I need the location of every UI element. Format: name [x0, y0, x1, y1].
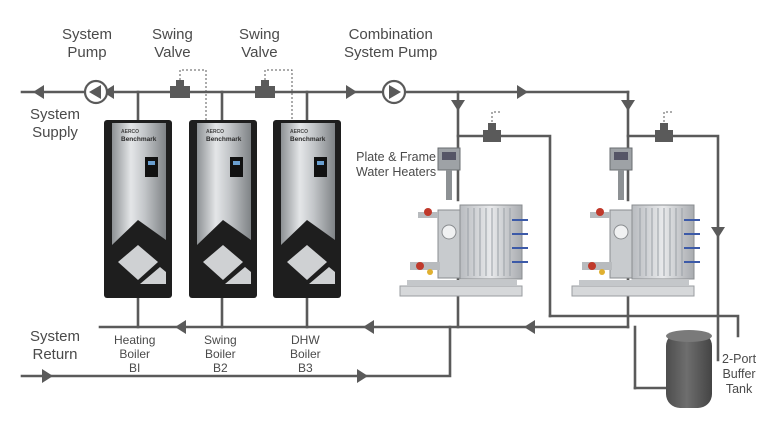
water-heater-2: [571, 147, 700, 297]
heater2-mixing-valve-icon: [655, 123, 673, 142]
arrow-supply-3: [517, 85, 528, 99]
arrow-return-2: [363, 320, 374, 334]
swing-valve-2-icon: [255, 80, 275, 98]
arrow-tank-line-down: [711, 227, 725, 238]
swing-valve-1-label: Swing Valve: [152, 26, 193, 61]
system-pump-label: System Pump: [62, 26, 113, 61]
water-heater-1: [399, 147, 528, 297]
arrow-system-return-mid: [357, 369, 368, 383]
combination-pump-label: Combination System Pump: [344, 26, 438, 61]
control-lines: [179, 69, 672, 122]
swing-valve-1-icon: [170, 80, 190, 98]
boiler-b1-brand: AERCO Benchmark: [121, 129, 157, 143]
boiler-b2: [189, 120, 257, 298]
arrow-supply-left: [33, 85, 44, 99]
boiler-b2-brand: AERCO Benchmark: [206, 129, 242, 143]
buffer-tank-label: 2-Port Buffer Tank: [722, 352, 757, 396]
boiler-b2-label: Swing Boiler B2: [204, 333, 237, 376]
boiler-b3-brand: AERCO Benchmark: [290, 129, 326, 143]
boiler-b1-label: Heating Boiler BI: [114, 333, 156, 376]
flow-arrows: [33, 85, 725, 383]
heater1-mixing-valve-icon: [483, 123, 501, 142]
buffer-tank: [666, 330, 712, 408]
boiler-b3-label: DHW Boiler B3: [290, 333, 321, 376]
arrow-heater1-down: [451, 100, 465, 111]
boiler-b1: [104, 120, 172, 298]
system-supply-label: System Supply: [30, 106, 81, 141]
system-return-label: System Return: [30, 328, 81, 363]
boiler-b3: [273, 120, 341, 298]
arrow-supply-1: [103, 85, 114, 99]
heaters-label: Plate & Frame Water Heaters: [356, 150, 437, 179]
swing-valve-2-label: Swing Valve: [239, 26, 280, 61]
system-return-pipe: [20, 325, 452, 378]
arrow-heater2-down: [621, 100, 635, 111]
combination-pump-icon: [381, 79, 407, 105]
buffer-line-top: [548, 314, 740, 338]
arrow-return-1: [175, 320, 186, 334]
system-pump-icon: [83, 79, 109, 105]
arrow-return-3: [524, 320, 535, 334]
arrow-system-return-in: [42, 369, 53, 383]
arrow-supply-2: [346, 85, 357, 99]
